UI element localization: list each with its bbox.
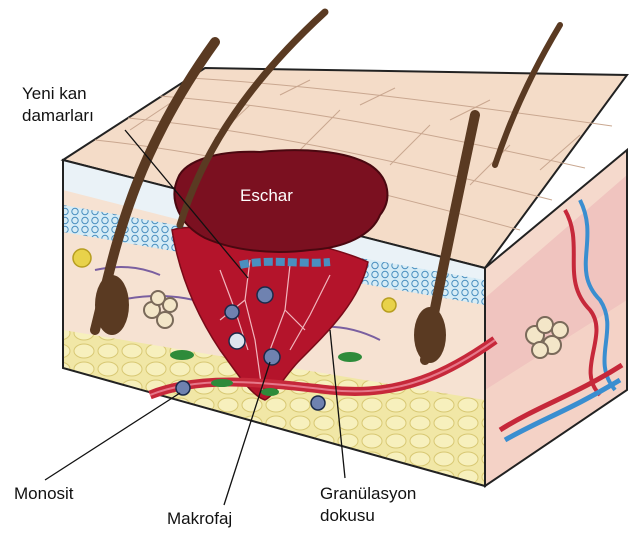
label-line: dokusu: [320, 505, 416, 527]
fibroblast-cell: [338, 352, 362, 362]
monocyte-label: Monosit: [14, 483, 74, 505]
eschar-label: Eschar: [240, 186, 293, 206]
sebaceous-gland: [73, 249, 91, 267]
new-blood-vessels-label: Yeni kan damarları: [22, 83, 94, 127]
monocyte-cell: [176, 381, 190, 395]
macrophage-label: Makrofaj: [167, 508, 232, 530]
macrophage-cell: [225, 305, 239, 319]
label-line: Granülasyon: [320, 483, 416, 505]
fibroblast-cell: [211, 379, 233, 387]
label-line: damarları: [22, 105, 94, 127]
macrophage-cell: [264, 349, 280, 365]
fibroblast-cell: [170, 350, 194, 360]
monocyte-cell: [311, 396, 325, 410]
granulation-tissue-label: Granülasyon dokusu: [320, 483, 416, 527]
sebaceous-gland: [382, 298, 396, 312]
macrophage-cell: [257, 287, 273, 303]
fibroblast-cell: [261, 388, 279, 396]
label-line: Yeni kan: [22, 83, 94, 105]
macrophage-cell: [229, 333, 245, 349]
